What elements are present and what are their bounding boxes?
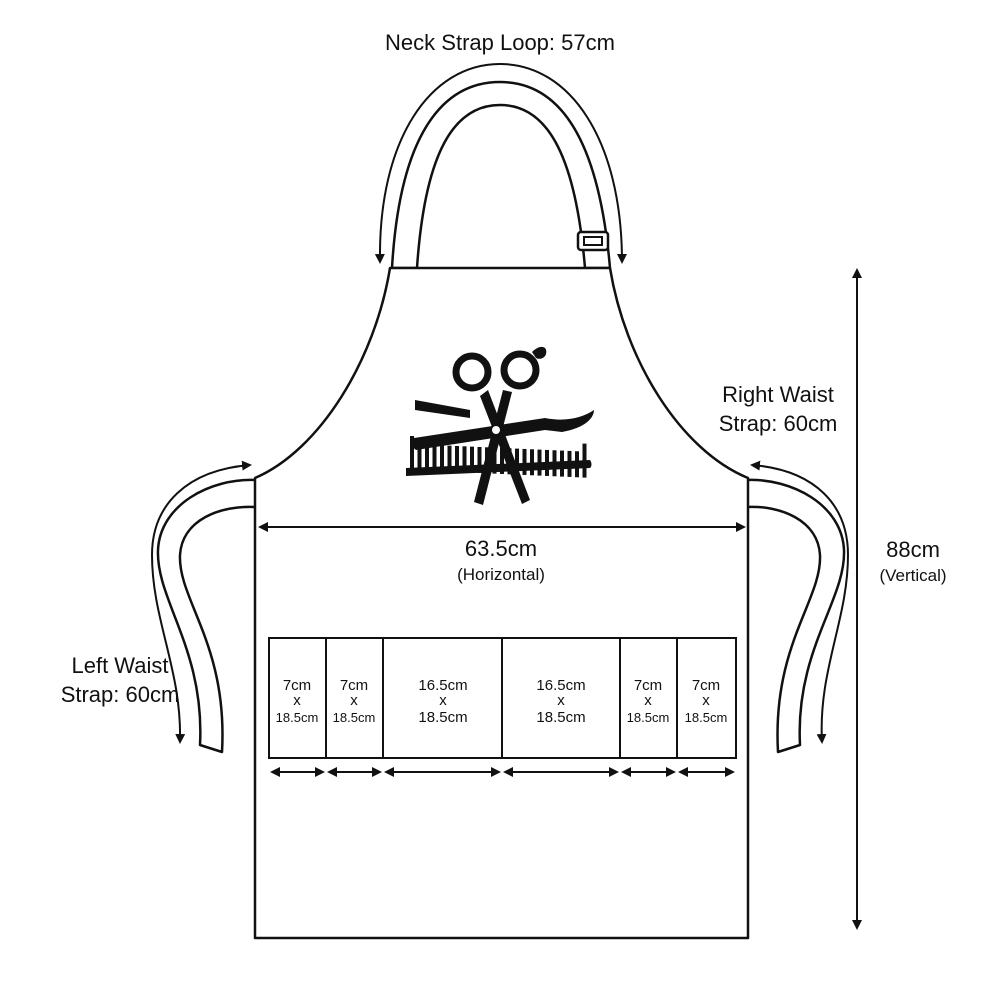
pocket-1-times: x xyxy=(293,692,301,709)
comb-tooth xyxy=(462,446,467,473)
pocket-1-width: 7cm xyxy=(283,677,311,694)
pocket-4-height: 18.5cm xyxy=(536,709,585,726)
comb-tooth xyxy=(567,450,572,477)
comb-tooth xyxy=(575,451,579,478)
pocket-6: 7cm x 18.5cm xyxy=(685,677,728,725)
comb-tooth xyxy=(455,445,459,472)
pocket-3: 16.5cm x 18.5cm xyxy=(418,677,467,726)
pocket-6-height: 18.5cm xyxy=(685,710,728,725)
right-waist-strap xyxy=(744,478,846,754)
comb-tooth xyxy=(447,445,452,472)
neck-strap-label: Neck Strap Loop: 57cm xyxy=(385,30,615,55)
comb-tooth xyxy=(582,443,587,478)
pocket-5-width: 7cm xyxy=(634,677,662,694)
width-value: 63.5cm xyxy=(465,536,537,561)
comb-tooth xyxy=(545,449,549,476)
comb-tooth xyxy=(410,436,414,470)
comb-tooth xyxy=(552,450,557,477)
pocket-5-times: x xyxy=(644,692,652,709)
pocket-4-width: 16.5cm xyxy=(536,677,585,694)
comb-tooth xyxy=(500,447,504,474)
pocket-3-width: 16.5cm xyxy=(418,677,467,694)
width-note: (Horizontal) xyxy=(457,565,545,584)
comb-tooth xyxy=(522,448,527,475)
left-waist-label-line1: Left Waist xyxy=(72,653,169,678)
right-waist-arrow xyxy=(750,460,850,744)
pocket-3-times: x xyxy=(439,692,447,709)
left-waist-arrow xyxy=(150,460,252,744)
left-waist-label-line2: Strap: 60cm xyxy=(61,682,180,707)
pocket-5-height: 18.5cm xyxy=(627,710,670,725)
pocket-strip xyxy=(268,637,737,759)
comb-tooth xyxy=(492,447,497,474)
comb-tooth xyxy=(560,450,564,477)
height-value: 88cm xyxy=(886,537,940,562)
height-note: (Vertical) xyxy=(879,566,946,585)
right-waist-label-line1: Right Waist xyxy=(722,382,834,407)
left-waist-strap xyxy=(156,478,258,754)
neck-strap-arrow xyxy=(374,62,627,264)
pocket-5: 7cm x 18.5cm xyxy=(627,677,670,725)
comb-tooth xyxy=(515,448,519,475)
comb-tooth xyxy=(477,446,482,473)
pocket-2-width: 7cm xyxy=(340,677,368,694)
razor-icon xyxy=(411,400,594,450)
pocket-6-times: x xyxy=(702,692,710,709)
pocket-2-times: x xyxy=(350,692,358,709)
comb-tooth xyxy=(537,449,542,476)
barber-scissors-comb-razor-icon xyxy=(406,346,594,505)
pocket-3-height: 18.5cm xyxy=(418,709,467,726)
right-waist-label-line2: Strap: 60cm xyxy=(719,411,838,436)
comb-tooth xyxy=(530,449,534,476)
scissors-icon xyxy=(452,346,547,505)
pocket-4: 16.5cm x 18.5cm xyxy=(536,677,585,726)
pocket-1-height: 18.5cm xyxy=(276,710,319,725)
comb-icon xyxy=(406,436,592,478)
comb-tooth xyxy=(417,444,422,471)
comb-tooth xyxy=(432,444,437,471)
comb-tooth xyxy=(425,444,429,471)
comb-tooth xyxy=(470,446,474,473)
pocket-4-times: x xyxy=(557,692,565,709)
pocket-6-width: 7cm xyxy=(692,677,720,694)
pocket-1: 7cm x 18.5cm xyxy=(276,677,319,725)
comb-tooth xyxy=(440,445,444,472)
pocket-2: 7cm x 18.5cm xyxy=(333,677,376,725)
pocket-2-height: 18.5cm xyxy=(333,710,376,725)
